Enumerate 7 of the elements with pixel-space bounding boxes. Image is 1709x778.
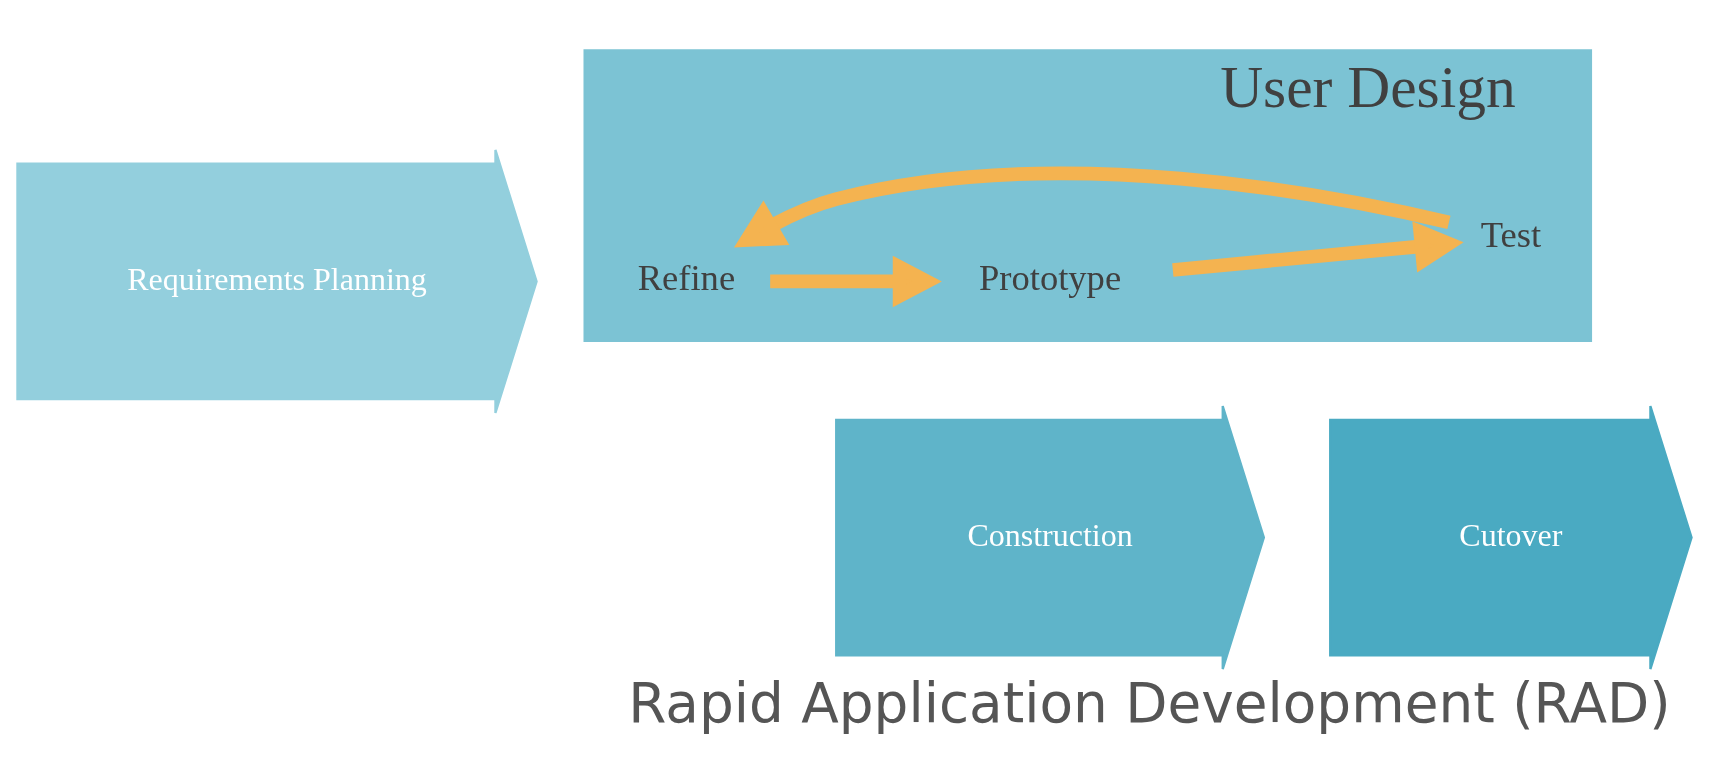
arrow xyxy=(733,166,1451,247)
node-text: Refine xyxy=(637,256,736,298)
caption: Rapid Application Development (RAD) xyxy=(628,670,1671,735)
arrow xyxy=(1172,220,1464,277)
arrow xyxy=(770,255,942,307)
node-text: Prototype xyxy=(978,256,1122,298)
node-text: Test xyxy=(1480,213,1542,255)
